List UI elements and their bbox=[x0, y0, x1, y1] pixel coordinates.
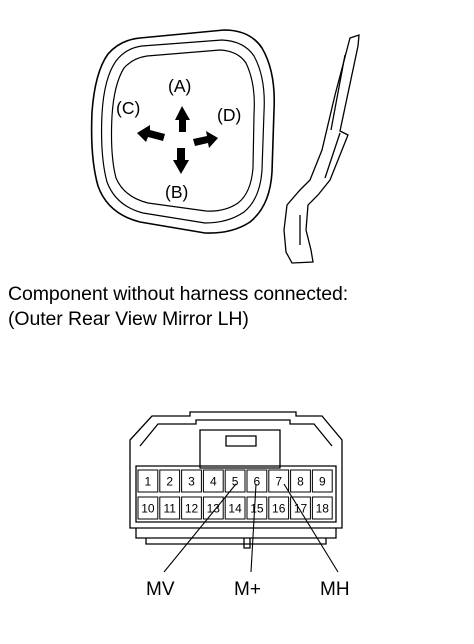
pin-number: 15 bbox=[250, 502, 264, 516]
pin-cell bbox=[224, 469, 246, 493]
label-direction-a: (A) bbox=[168, 76, 191, 96]
pin-cell bbox=[137, 469, 159, 493]
direction-arrows bbox=[137, 106, 218, 174]
callout-mh: MH bbox=[320, 579, 350, 600]
pin-cell bbox=[311, 469, 333, 493]
pin-number: 11 bbox=[163, 502, 176, 516]
pin-number: 5 bbox=[232, 475, 239, 489]
pin-cell bbox=[268, 469, 290, 493]
callout-m-plus: M+ bbox=[234, 579, 261, 600]
pin-cell bbox=[246, 469, 268, 493]
pin-number: 7 bbox=[275, 475, 282, 489]
pin-number: 1 bbox=[145, 475, 152, 489]
pin-number: 18 bbox=[316, 502, 330, 516]
callout-lines bbox=[163, 483, 339, 573]
callout-mv: MV bbox=[146, 579, 175, 600]
arrow-down-icon bbox=[173, 148, 189, 174]
arrow-left-icon bbox=[137, 125, 165, 142]
mirror-housing bbox=[90, 29, 276, 234]
pin-number: 6 bbox=[254, 475, 261, 489]
pin-cell bbox=[268, 496, 290, 520]
caption-line-1: Component without harness connected: bbox=[8, 283, 349, 305]
pin-cell bbox=[202, 469, 224, 493]
pin-cell bbox=[159, 496, 181, 520]
connector-housing bbox=[129, 411, 343, 549]
label-direction-c: (C) bbox=[116, 98, 140, 118]
pin-cell bbox=[181, 469, 202, 493]
pin-number: 16 bbox=[272, 502, 286, 516]
pin-cell bbox=[137, 496, 159, 520]
pin-number: 14 bbox=[228, 502, 242, 516]
pin-cell bbox=[311, 496, 333, 520]
pin-number: 3 bbox=[188, 475, 195, 489]
pin-cell bbox=[202, 496, 224, 520]
pin-cell bbox=[224, 496, 246, 520]
pin-number: 2 bbox=[166, 475, 173, 489]
arrow-up-icon bbox=[175, 106, 190, 132]
pin-number: 12 bbox=[185, 502, 199, 516]
pin-number: 9 bbox=[319, 475, 326, 489]
pin-number: 8 bbox=[297, 475, 304, 489]
arrow-right-icon bbox=[193, 131, 218, 148]
pin-cell bbox=[181, 496, 202, 520]
pin-number: 10 bbox=[141, 502, 155, 516]
mirror-illustration: (A) (B) (C) (D) bbox=[90, 29, 360, 264]
pin-cell bbox=[290, 496, 311, 520]
mirror-arm bbox=[283, 34, 360, 264]
pin-cell bbox=[159, 469, 181, 493]
pin-cell bbox=[246, 496, 268, 520]
caption-line-2: (Outer Rear View Mirror LH) bbox=[8, 308, 249, 330]
pin-number: 4 bbox=[210, 475, 217, 489]
label-direction-b: (B) bbox=[165, 182, 188, 202]
pin-cell bbox=[290, 469, 311, 493]
label-direction-d: (D) bbox=[217, 105, 241, 125]
pin-number: 13 bbox=[207, 502, 221, 516]
